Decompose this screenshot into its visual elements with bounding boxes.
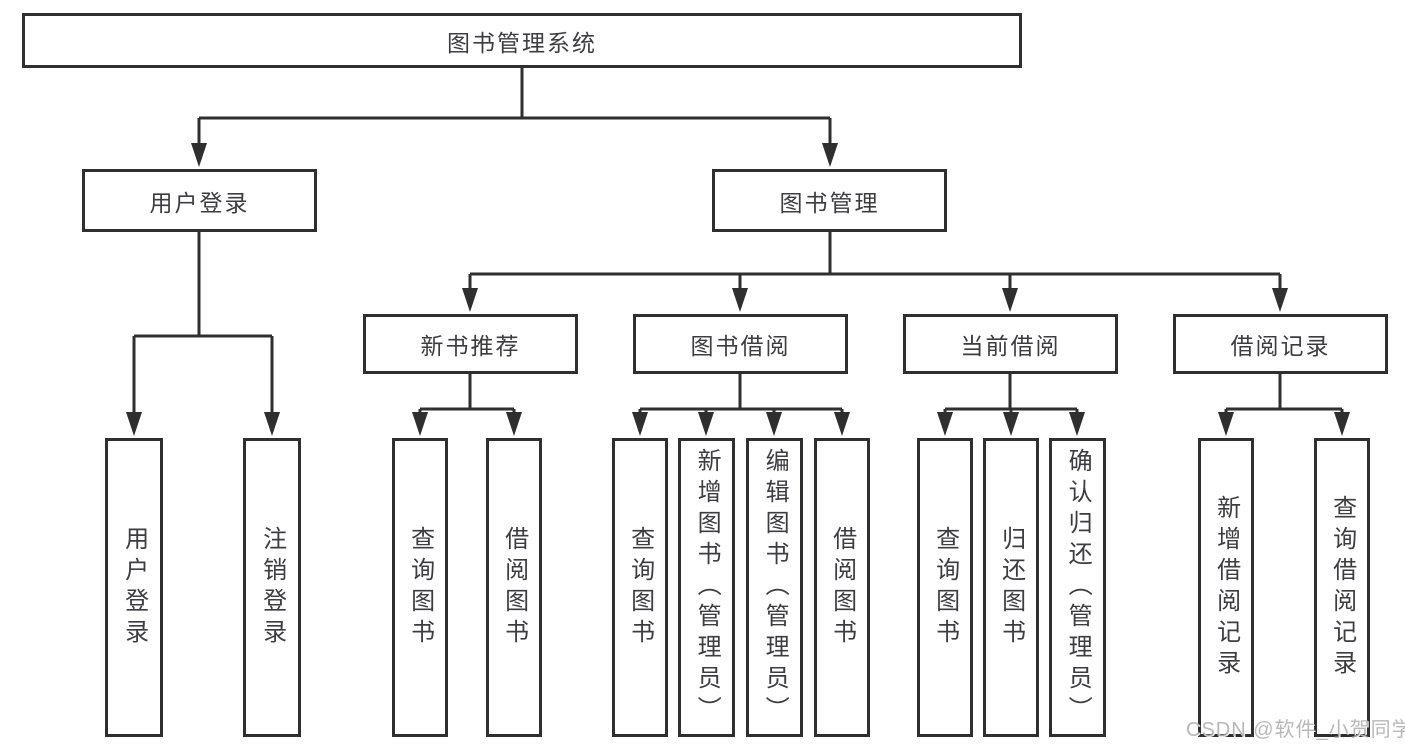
leaf-user-login: 用户登录: [105, 438, 163, 737]
leaf-borrow-books: 借阅图书: [814, 438, 870, 737]
node-current-borrowing-label: 当前借阅: [960, 333, 1061, 359]
leaf-query-books-borrow-label: 查询图书: [626, 525, 654, 650]
leaf-query-books-recommend-label: 查询图书: [406, 525, 434, 650]
leaf-return-book: 归还图书: [983, 438, 1039, 737]
node-new-book-recommend-label: 新书推荐: [420, 333, 521, 359]
node-root: 图书管理系统: [22, 13, 1022, 68]
node-book-borrowing: 图书借阅: [633, 314, 848, 374]
leaf-borrow-books-recommend-label: 借阅图书: [500, 525, 528, 650]
leaf-query-borrow-record-label: 查询借阅记录: [1328, 494, 1356, 681]
csdn-watermark: CSDN @软件_小贺同学: [1186, 719, 1405, 741]
leaf-add-borrow-record-label: 新增借阅记录: [1212, 494, 1240, 681]
node-book-management: 图书管理: [712, 169, 947, 232]
leaf-add-borrow-record: 新增借阅记录: [1198, 438, 1254, 737]
leaf-logout-label: 注销登录: [258, 525, 286, 650]
leaf-user-login-label: 用户登录: [120, 525, 148, 650]
leaf-confirm-return-admin: 确认归还（管理员）: [1049, 438, 1106, 737]
leaf-edit-book-admin: 编辑图书（管理员）: [746, 438, 803, 737]
leaf-return-book-label: 归还图书: [997, 525, 1025, 650]
node-user-login: 用户登录: [82, 169, 317, 232]
leaf-query-books-borrow: 查询图书: [612, 438, 668, 737]
leaf-add-book-admin-label: 新增图书（管理员）: [693, 448, 721, 727]
node-book-borrowing-label: 图书借阅: [690, 333, 791, 359]
leaf-add-book-admin: 新增图书（管理员）: [678, 438, 735, 737]
leaf-query-books-current-label: 查询图书: [931, 525, 959, 650]
node-current-borrowing: 当前借阅: [903, 314, 1118, 374]
leaf-logout: 注销登录: [243, 438, 301, 737]
leaf-borrow-books-label: 借阅图书: [828, 525, 856, 650]
leaf-edit-book-admin-label: 编辑图书（管理员）: [761, 448, 789, 727]
node-borrowing-records: 借阅记录: [1173, 314, 1388, 374]
leaf-borrow-books-recommend: 借阅图书: [486, 438, 542, 737]
node-book-management-label: 图书管理: [779, 189, 880, 216]
leaf-query-books-recommend: 查询图书: [392, 438, 448, 737]
node-root-label: 图书管理系统: [447, 29, 597, 56]
node-user-login-label: 用户登录: [149, 189, 250, 216]
leaf-confirm-return-admin-label: 确认归还（管理员）: [1064, 448, 1092, 727]
node-new-book-recommend: 新书推荐: [363, 314, 578, 374]
leaf-query-books-current: 查询图书: [917, 438, 973, 737]
leaf-query-borrow-record: 查询借阅记录: [1314, 438, 1370, 737]
node-borrowing-records-label: 借阅记录: [1230, 333, 1331, 359]
